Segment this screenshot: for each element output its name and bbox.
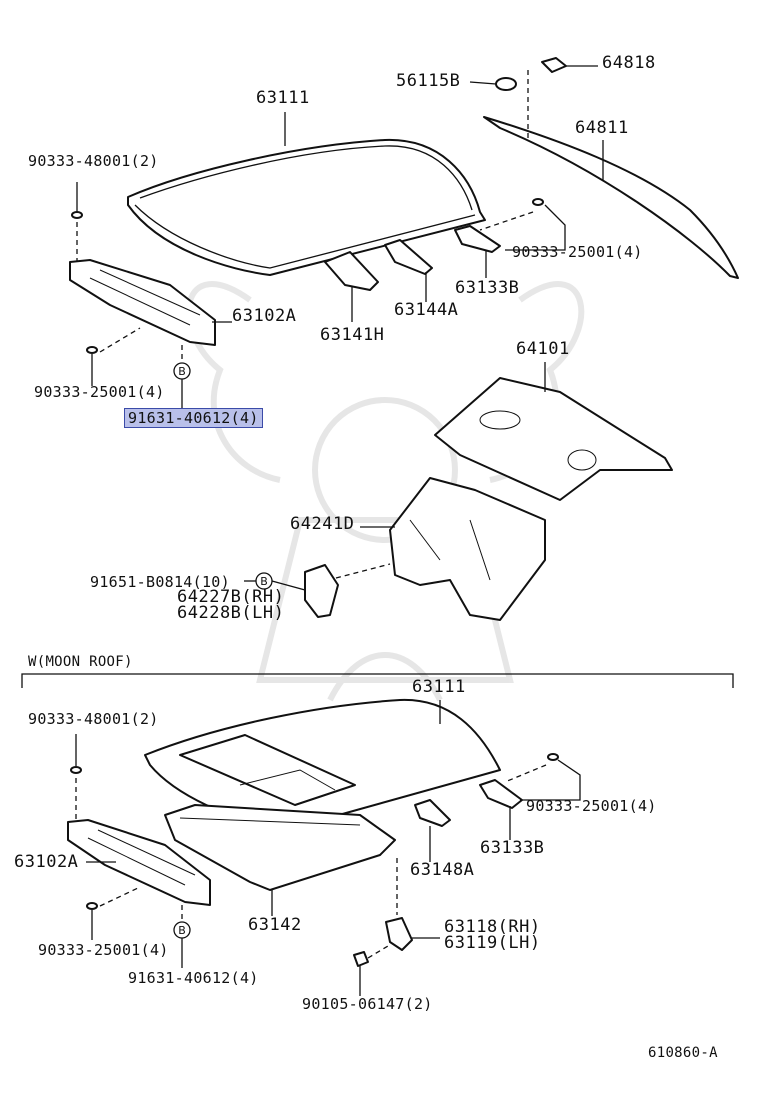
label-moonroof-63111: 63111 bbox=[412, 677, 466, 697]
label-90333-48001: 90333-48001(2) bbox=[28, 152, 159, 170]
clip-90333-48001-lower bbox=[70, 766, 82, 774]
label-56115B: 56115B bbox=[396, 71, 461, 91]
clip-90333-25001-right bbox=[532, 198, 544, 206]
bolt-marker-b-2-text: B bbox=[260, 575, 268, 588]
label-63102A: 63102A bbox=[232, 306, 297, 326]
reinforcement-63102A-lower bbox=[67, 819, 211, 906]
label-63133B: 63133B bbox=[455, 278, 520, 298]
lower-panel-64241D bbox=[389, 477, 546, 621]
label-64241D: 64241D bbox=[290, 514, 355, 534]
section-divider bbox=[21, 673, 734, 688]
label-90333-25001-left-lower: 90333-25001(4) bbox=[38, 941, 169, 959]
bolt-marker-b-3-text: B bbox=[178, 924, 186, 937]
clip-90333-48001 bbox=[71, 211, 83, 219]
label-64227B: 64227B(RH) bbox=[177, 587, 285, 607]
label-63119: 63119(LH) bbox=[444, 933, 541, 953]
label-63111: 63111 bbox=[256, 88, 310, 108]
label-90333-48001-lower: 90333-48001(2) bbox=[28, 710, 159, 728]
label-91651-B0814: 91651-B0814(10) bbox=[90, 573, 230, 591]
label-91631-40612-highlighted[interactable]: 91631-40612(4) bbox=[124, 408, 263, 428]
clip-90333-25001-right-lower bbox=[547, 753, 559, 761]
label-63142: 63142 bbox=[248, 915, 302, 935]
label-64811: 64811 bbox=[575, 118, 629, 138]
label-63102A-lower: 63102A bbox=[14, 852, 79, 872]
clip-90333-25001-left bbox=[86, 346, 98, 354]
label-63144A: 63144A bbox=[394, 300, 459, 320]
label-63148A: 63148A bbox=[410, 860, 475, 880]
bolt-90105-06147 bbox=[353, 951, 369, 967]
clip-64818 bbox=[541, 57, 567, 73]
bracket-63118 bbox=[385, 917, 413, 951]
label-90333-25001-right: 90333-25001(4) bbox=[512, 243, 643, 261]
label-90333-25001-right-lower: 90333-25001(4) bbox=[526, 797, 657, 815]
label-91631-40612-lower: 91631-40612(4) bbox=[128, 969, 259, 987]
bracket-63133B-lower bbox=[479, 779, 523, 809]
label-63141H: 63141H bbox=[320, 325, 385, 345]
bracket-64227B bbox=[304, 564, 339, 618]
back-panel-64101 bbox=[434, 377, 673, 501]
roof-panel-63111 bbox=[127, 138, 486, 276]
diagram-id: 610860-A bbox=[648, 1045, 718, 1061]
bracket-63148A bbox=[414, 799, 451, 827]
label-64228B: 64228B(LH) bbox=[177, 603, 285, 623]
bracket-63133B bbox=[454, 225, 501, 253]
clip-90333-25001-left-lower bbox=[86, 902, 98, 910]
label-63118: 63118(RH) bbox=[444, 917, 541, 937]
label-64818: 64818 bbox=[602, 53, 656, 73]
label-90333-25001-left: 90333-25001(4) bbox=[34, 383, 165, 401]
rear-window-64811 bbox=[483, 116, 739, 279]
label-63133B-lower: 63133B bbox=[480, 838, 545, 858]
label-64101: 64101 bbox=[516, 339, 570, 359]
clip-56115B bbox=[495, 77, 517, 91]
moonroof-panel-63111 bbox=[144, 698, 501, 831]
label-90105-06147: 90105-06147(2) bbox=[302, 995, 433, 1013]
bracket-63141H bbox=[324, 251, 379, 291]
bracket-63144A bbox=[384, 239, 433, 275]
reinforcement-63102A bbox=[69, 259, 216, 346]
section-title-moon-roof: W(MOON ROOF) bbox=[28, 654, 133, 670]
moonroof-housing-63142 bbox=[164, 804, 396, 891]
bolt-marker-b-1-text: B bbox=[178, 365, 186, 378]
